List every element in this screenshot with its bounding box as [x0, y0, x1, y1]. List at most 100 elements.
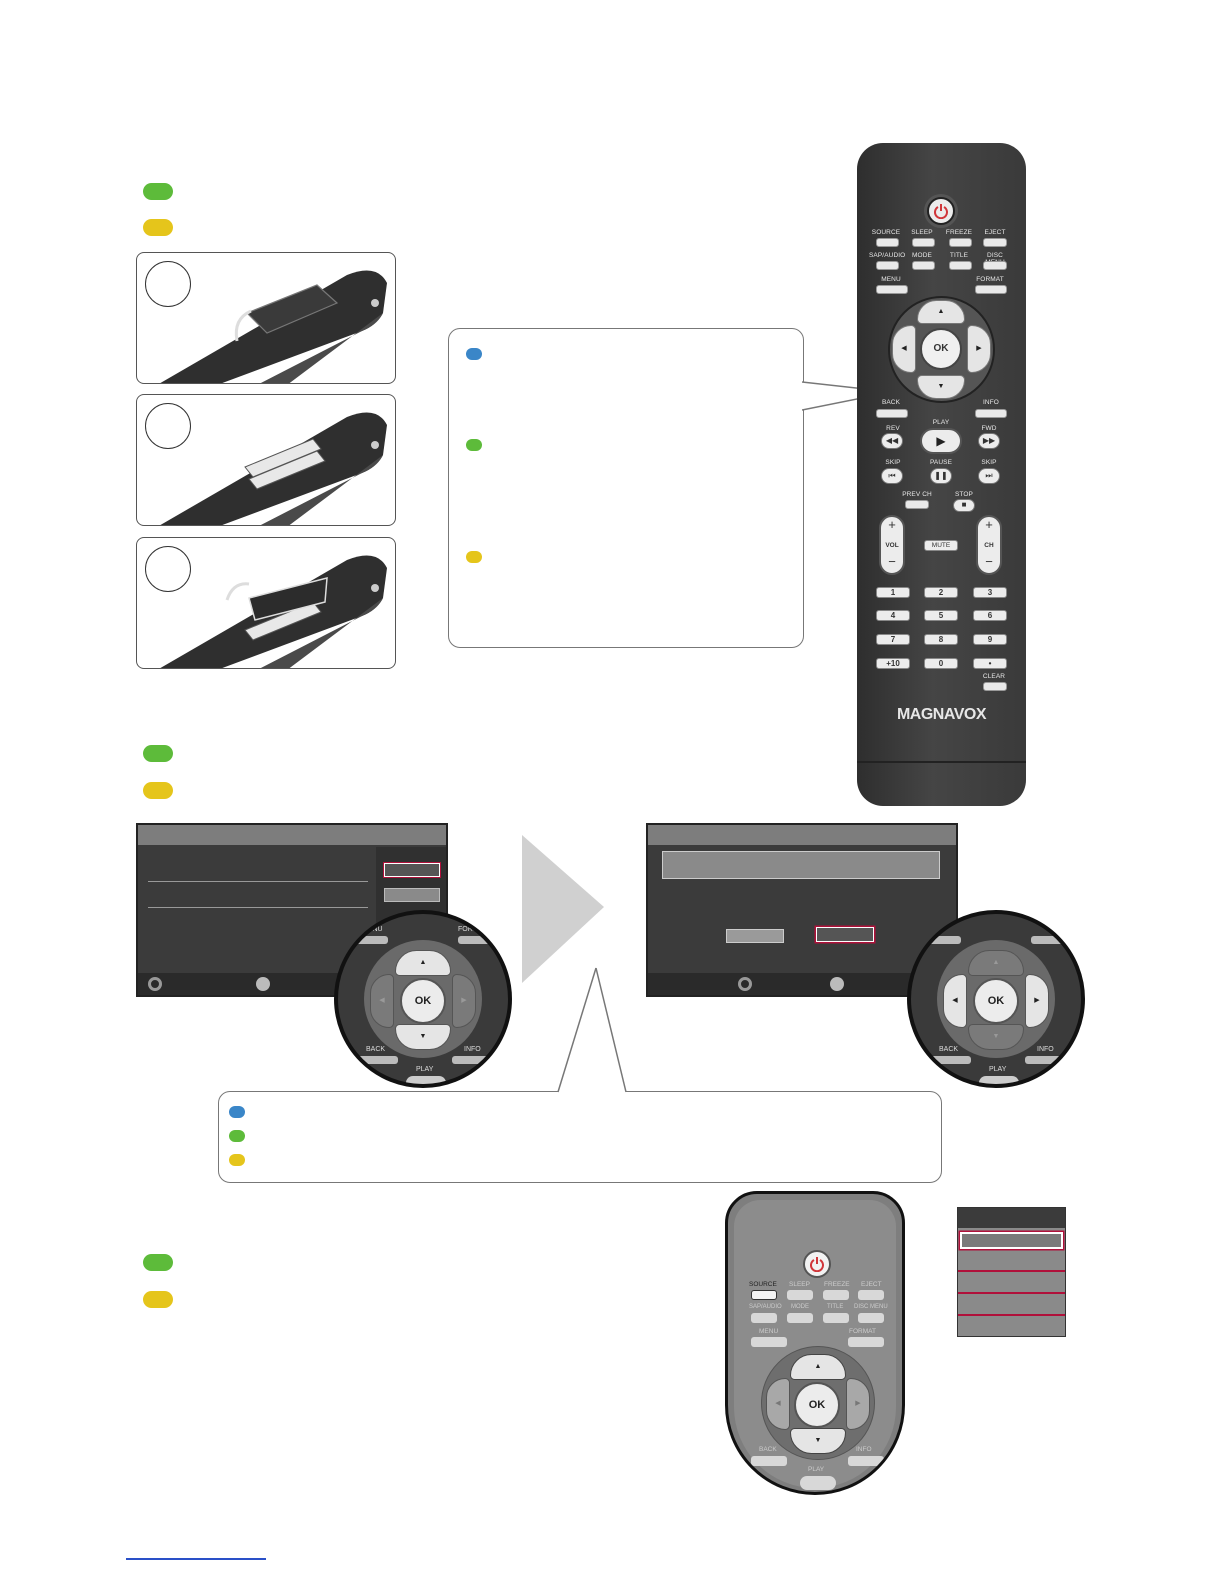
callout-pointer [557, 967, 627, 1093]
mode-button[interactable] [912, 261, 935, 270]
dot-button[interactable]: • [973, 658, 1007, 669]
back-label: BACK [881, 399, 901, 406]
rev-label: REV [886, 425, 900, 432]
plus-10-button[interactable]: +10 [876, 658, 910, 669]
back-button[interactable] [876, 409, 908, 418]
closeup-right-arrow[interactable]: ▶ [846, 1378, 870, 1430]
fwd-button[interactable]: ▶▶ [978, 433, 1000, 449]
volume-rocker[interactable] [879, 515, 905, 575]
dialog-option-no[interactable] [726, 929, 784, 943]
closeup-source-button[interactable] [751, 1290, 777, 1300]
remote-batteries-illustration [160, 412, 387, 525]
sleep-button[interactable] [912, 238, 935, 247]
format-button[interactable] [975, 285, 1007, 294]
disc-menu-button[interactable] [983, 261, 1007, 270]
skip-forward-button[interactable]: ⏭ [978, 468, 1000, 484]
rev-button[interactable]: ◀◀ [881, 433, 903, 449]
closeup-freeze-button[interactable] [823, 1290, 849, 1300]
menu-label: MENU [881, 276, 901, 283]
zoom-ok-button[interactable]: OK [973, 978, 1019, 1024]
closeup-disc-menu-button[interactable] [858, 1313, 884, 1323]
source-button[interactable] [876, 238, 899, 247]
sap-audio-button[interactable] [876, 261, 899, 270]
freeze-button[interactable] [949, 238, 972, 247]
title-button[interactable] [949, 261, 972, 270]
remote-bottom-band [857, 761, 1026, 763]
closeup-play-button[interactable] [800, 1476, 836, 1490]
number-0-button[interactable]: 0 [924, 658, 958, 669]
closeup-menu-button[interactable] [751, 1337, 787, 1347]
up-arrow-button[interactable]: ▲ [917, 300, 965, 324]
closeup-eject-button[interactable] [858, 1290, 884, 1300]
number-4-button[interactable]: 4 [876, 610, 910, 621]
closeup-mode-button[interactable] [787, 1313, 813, 1323]
channel-rocker[interactable] [976, 515, 1002, 575]
closeup-sleep-button[interactable] [787, 1290, 813, 1300]
info-label: INFO [983, 399, 999, 406]
closeup-back-button[interactable] [751, 1456, 787, 1466]
closeup-up-arrow[interactable]: ▲ [790, 1354, 846, 1380]
zoom-right-arrow[interactable]: ▶ [452, 974, 476, 1028]
source-list-item-selected[interactable] [960, 1232, 1063, 1249]
closeup-info-button[interactable] [848, 1456, 884, 1466]
number-6-button[interactable]: 6 [973, 610, 1007, 621]
zoom-down-arrow[interactable]: ▼ [968, 1024, 1024, 1050]
zoom-down-arrow[interactable]: ▼ [395, 1024, 451, 1050]
prev-ch-button[interactable] [905, 500, 929, 509]
number-7-button[interactable]: 7 [876, 634, 910, 645]
pause-button[interactable]: ❚❚ [930, 468, 952, 484]
number-2-button[interactable]: 2 [924, 587, 958, 598]
menu-info-callout [218, 1091, 942, 1183]
source-list-header [958, 1208, 1065, 1228]
source-list-divider [958, 1292, 1065, 1294]
play-button[interactable]: ▶ [920, 428, 962, 454]
zoom-info-button [1025, 1056, 1069, 1064]
clear-button[interactable] [983, 682, 1007, 691]
closeup-left-arrow[interactable]: ◀ [766, 1378, 790, 1430]
eject-button[interactable] [983, 238, 1007, 247]
zoom-ok-button[interactable]: OK [400, 978, 446, 1024]
battery-step-2-panel [136, 394, 396, 526]
skip-back-button[interactable]: ⏮ [881, 468, 903, 484]
remote-closeup: SOURCE SLEEP FREEZE EJECT SAP/AUDIO MODE… [725, 1191, 905, 1495]
menu-button[interactable] [876, 285, 908, 294]
power-icon [810, 1257, 824, 1272]
sleep-label: SLEEP [911, 229, 933, 236]
zoom-format-label: FORMAT [458, 926, 488, 933]
skip-forward-label: SKIP [981, 459, 997, 466]
closeup-freeze-label: FREEZE [824, 1281, 850, 1288]
stop-button[interactable]: ■ [953, 499, 975, 512]
right-arrow-button[interactable]: ▶ [967, 325, 991, 373]
down-arrow-button[interactable]: ▼ [917, 375, 965, 399]
menu-divider [148, 881, 368, 882]
callout-dot-blue [466, 348, 482, 360]
number-5-button[interactable]: 5 [924, 610, 958, 621]
zoom-up-arrow[interactable]: ▲ [395, 950, 451, 976]
closeup-back-label: BACK [759, 1446, 777, 1453]
number-8-button[interactable]: 8 [924, 634, 958, 645]
number-9-button[interactable]: 9 [973, 634, 1007, 645]
zoom-menu-button [921, 936, 961, 944]
zoom-right-arrow[interactable]: ▶ [1025, 974, 1049, 1028]
info-button[interactable] [975, 409, 1007, 418]
dialog-option-yes-selected[interactable] [816, 927, 874, 942]
closeup-ok-button[interactable]: OK [794, 1382, 840, 1428]
closeup-sap-audio-button[interactable] [751, 1313, 777, 1323]
zoom-left-arrow[interactable]: ◀ [370, 974, 394, 1028]
remote-back-close-illustration [160, 555, 387, 668]
number-1-button[interactable]: 1 [876, 587, 910, 598]
remote-info-callout [448, 328, 804, 648]
left-arrow-button[interactable]: ◀ [892, 325, 916, 373]
closeup-format-button[interactable] [848, 1337, 884, 1347]
ok-button[interactable]: OK [920, 328, 962, 370]
menu-option[interactable] [384, 888, 440, 902]
zoom-left-arrow[interactable]: ◀ [943, 974, 967, 1028]
closeup-down-arrow[interactable]: ▼ [790, 1428, 846, 1454]
closeup-mode-label: MODE [791, 1304, 809, 1310]
legend-dot-yellow-3 [143, 1291, 173, 1308]
mute-button[interactable]: MUTE [924, 540, 958, 551]
closeup-title-button[interactable] [823, 1313, 849, 1323]
number-3-button[interactable]: 3 [973, 587, 1007, 598]
menu-option-selected[interactable] [384, 863, 440, 877]
zoom-up-arrow[interactable]: ▲ [968, 950, 1024, 976]
